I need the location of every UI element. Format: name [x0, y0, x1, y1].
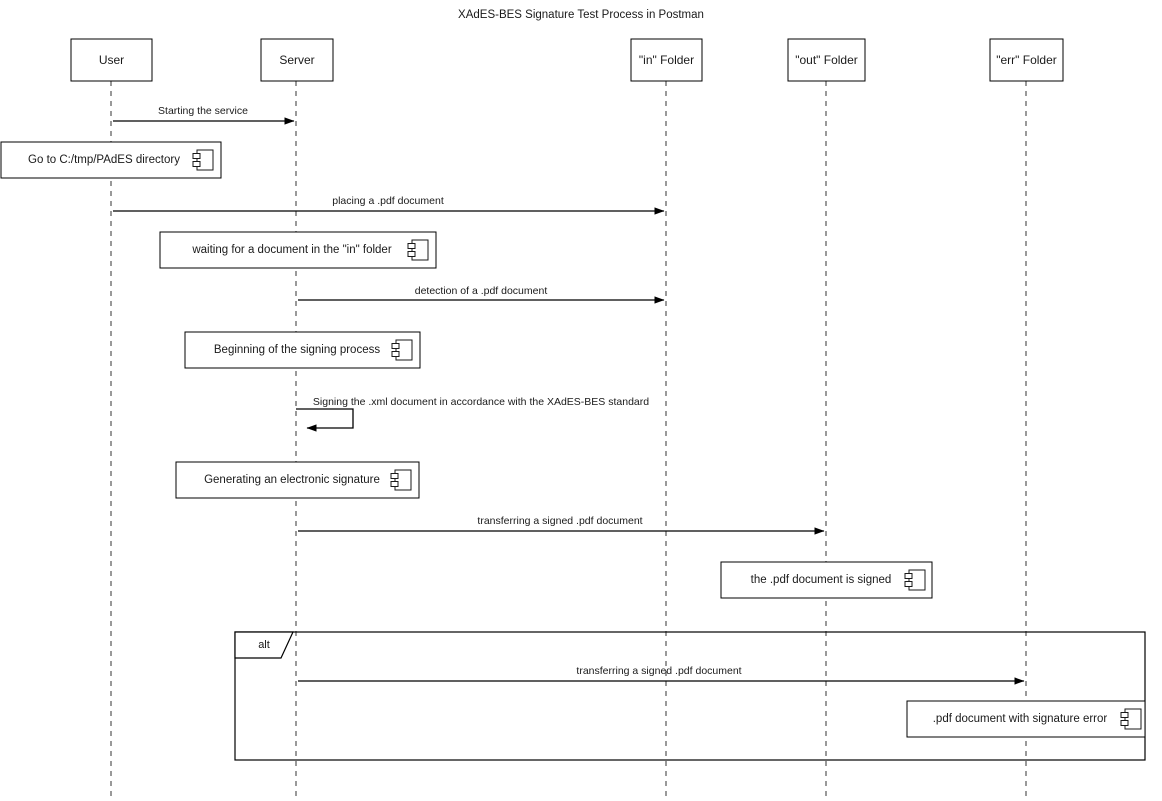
note-pdf-signed-label: the .pdf document is signed: [751, 574, 892, 586]
component-icon: [390, 469, 412, 491]
msg-signing-xml[interactable]: Signing the .xml document in accordance …: [296, 396, 649, 432]
lifeline-box-out[interactable]: [787, 38, 866, 82]
msg-transferring-signed-err-label: transferring a signed .pdf document: [576, 665, 741, 677]
note-beginning-signing[interactable]: Beginning of the signing process: [184, 331, 421, 369]
component-icon-body: [196, 149, 214, 171]
note-goto-directory-box: [0, 141, 222, 179]
component-icon-tab-bottom: [390, 481, 399, 487]
lifeline-label-out: "out" Folder: [795, 53, 858, 67]
component-icon-tab-bottom: [1120, 720, 1129, 726]
component-icon-tab-top: [904, 573, 913, 579]
fragment-tab: [234, 631, 294, 659]
lifeline-out[interactable]: "out" Folder: [787, 38, 866, 801]
lifeline-label-in: "in" Folder: [639, 53, 694, 67]
msg-detection-pdf-label: detection of a .pdf document: [415, 285, 548, 297]
note-pdf-signature-error[interactable]: .pdf document with signature error: [906, 700, 1146, 738]
note-generating-signature-box: [175, 461, 420, 499]
lifeline-server[interactable]: Server: [260, 38, 334, 801]
lifeline-box-server[interactable]: [260, 38, 334, 82]
note-beginning-signing-label: Beginning of the signing process: [214, 344, 380, 356]
lifeline-box-in[interactable]: [630, 38, 703, 82]
notes-layer: Go to C:/tmp/PAdES directory waiting for …: [0, 141, 1146, 738]
msg-transferring-signed-out[interactable]: transferring a signed .pdf document: [298, 515, 825, 535]
note-generating-signature[interactable]: Generating an electronic signature: [175, 461, 420, 499]
note-goto-directory[interactable]: Go to C:/tmp/PAdES directory: [0, 141, 222, 179]
note-waiting-in-folder-box: [159, 231, 437, 269]
fragments-layer: alt: [234, 631, 1146, 761]
note-pdf-signature-error-label: .pdf document with signature error: [933, 713, 1108, 725]
component-icon-tab-bottom: [192, 161, 201, 167]
component-icon-body: [395, 339, 413, 361]
messages-layer: Starting the service placing a .pdf docum…: [113, 105, 1025, 685]
fragment-border: [234, 631, 1146, 761]
lifeline-label-server: Server: [279, 53, 314, 67]
lifeline-err[interactable]: "err" Folder: [989, 38, 1064, 801]
lifeline-label-user: User: [99, 53, 124, 67]
fragment-alt[interactable]: alt: [234, 631, 1146, 761]
note-pdf-signature-error-box: [906, 700, 1146, 738]
component-icon-tab-top: [391, 343, 400, 349]
component-icon-tab-top: [390, 473, 399, 479]
msg-signing-xml-loop: [296, 408, 354, 432]
component-icon-tab-top: [407, 243, 416, 249]
component-icon: [904, 569, 926, 591]
lifeline-box-err[interactable]: [989, 38, 1064, 82]
note-pdf-signed-box: [720, 561, 933, 599]
lifeline-user[interactable]: User: [70, 38, 153, 801]
msg-transferring-signed-err[interactable]: transferring a signed .pdf document: [298, 665, 1025, 685]
component-icon: [391, 339, 413, 361]
component-icon-tab-bottom: [407, 251, 416, 257]
component-icon-tab-top: [1120, 712, 1129, 718]
note-waiting-in-folder[interactable]: waiting for a document in the "in" folde…: [159, 231, 437, 269]
component-icon-body: [394, 469, 412, 491]
component-icon-tab-bottom: [904, 581, 913, 587]
msg-signing-xml-label: Signing the .xml document in accordance …: [313, 396, 649, 408]
note-goto-directory-label: Go to C:/tmp/PAdES directory: [28, 154, 180, 166]
diagram-title: XAdES-BES Signature Test Process in Post…: [458, 9, 704, 21]
component-icon-body: [1124, 708, 1142, 730]
component-icon-tab-top: [192, 153, 201, 159]
component-icon-body: [908, 569, 926, 591]
component-icon: [1120, 708, 1142, 730]
lifeline-label-err: "err" Folder: [996, 53, 1057, 67]
fragment-label: alt: [258, 639, 270, 651]
msg-placing-pdf[interactable]: placing a .pdf document: [113, 195, 665, 215]
note-waiting-in-folder-label: waiting for a document in the "in" folde…: [191, 244, 391, 256]
note-beginning-signing-box: [184, 331, 421, 369]
component-icon-body: [411, 239, 429, 261]
component-icon: [192, 149, 214, 171]
msg-starting-service-label: Starting the service: [158, 105, 248, 117]
component-icon-tab-bottom: [391, 351, 400, 357]
msg-transferring-signed-out-label: transferring a signed .pdf document: [477, 515, 642, 527]
lifelines-layer: User Server "in" Folder "out" Folder "err" F…: [70, 38, 1064, 801]
lifeline-box-user[interactable]: [70, 38, 153, 82]
lifeline-in[interactable]: "in" Folder: [630, 38, 703, 801]
note-pdf-signed[interactable]: the .pdf document is signed: [720, 561, 933, 599]
msg-placing-pdf-label: placing a .pdf document: [332, 195, 444, 207]
note-generating-signature-label: Generating an electronic signature: [204, 474, 380, 486]
msg-detection-pdf[interactable]: detection of a .pdf document: [298, 285, 665, 304]
component-icon: [407, 239, 429, 261]
msg-starting-service[interactable]: Starting the service: [113, 105, 295, 125]
